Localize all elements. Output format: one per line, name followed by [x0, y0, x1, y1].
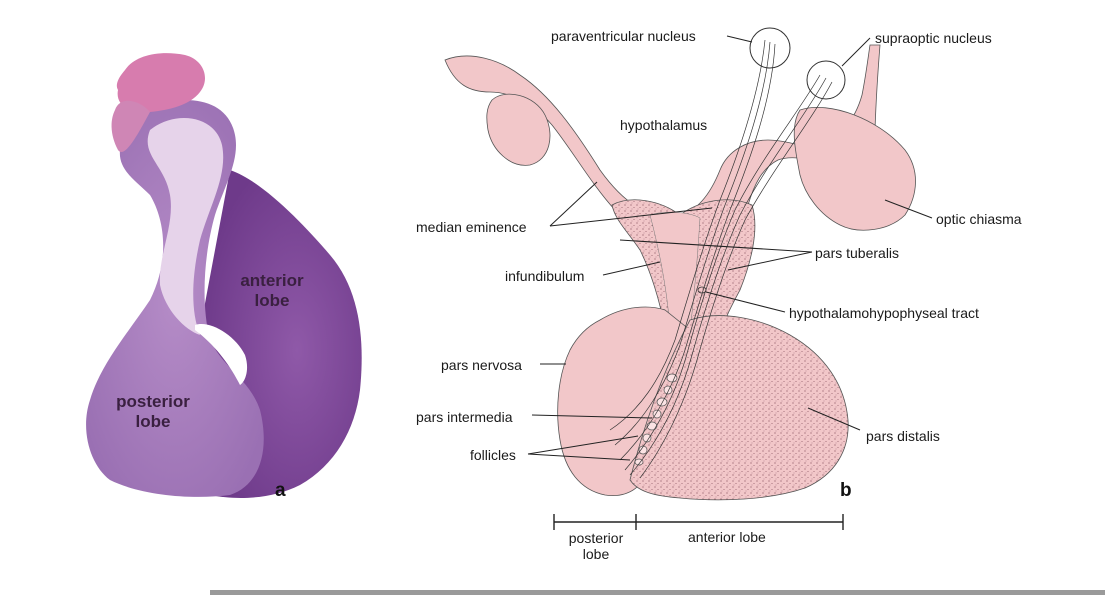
- hypothalamus-label: hypothalamus: [620, 117, 708, 133]
- hypothalamohypophyseal-fibres: [609, 39, 833, 479]
- leader-lines: [527, 35, 933, 461]
- pars-intermedia-label: pars intermedia: [416, 409, 513, 425]
- posterior-lobe-label: posterior lobe: [116, 392, 190, 432]
- pink-stalk-tissue: [111, 100, 150, 152]
- video-progress-bar[interactable]: [210, 590, 1105, 595]
- pars-tuberalis-label: pars tuberalis: [815, 245, 900, 261]
- supraoptic-nucleus-shape: [806, 60, 846, 100]
- stalk-core: [147, 118, 224, 335]
- panel-b-letter: b: [840, 480, 852, 501]
- histology-section: [86, 53, 362, 498]
- hypothalamohypophyseal-tract-label: hypothalamohypophyseal tract: [789, 305, 979, 321]
- median-eminence-label: median eminence: [416, 219, 527, 235]
- infundibulum-label: infundibulum: [505, 268, 585, 284]
- paraventricular-nucleus-label: paraventricular nucleus: [551, 28, 696, 44]
- scale-bar: [553, 514, 844, 530]
- residual-cleft: [195, 324, 248, 385]
- scale-anterior-lobe-label: anterior lobe: [688, 529, 766, 545]
- scale-posterior-lobe-label: posterior lobe: [568, 530, 624, 563]
- tract-marker: [697, 286, 707, 294]
- mammillary-bump: [486, 93, 551, 166]
- optic-chiasma-shape: [793, 107, 916, 231]
- optic-chiasma-label: optic chiasma: [936, 211, 1022, 227]
- neural-stalk: [649, 211, 701, 331]
- paraventricular-nucleus-shape: [749, 27, 791, 69]
- pars-nervosa-shape: [557, 306, 691, 497]
- anterior-lobe-label: anterior lobe: [240, 271, 304, 311]
- pars-nervosa-label: pars nervosa: [441, 357, 522, 373]
- pars-distalis-label: pars distalis: [866, 428, 940, 444]
- follicles-label: follicles: [470, 447, 516, 463]
- panel-a-letter: a: [275, 480, 286, 501]
- supraoptic-nucleus-label: supraoptic nucleus: [875, 30, 992, 46]
- hypothalamic-tissue: [116, 53, 205, 113]
